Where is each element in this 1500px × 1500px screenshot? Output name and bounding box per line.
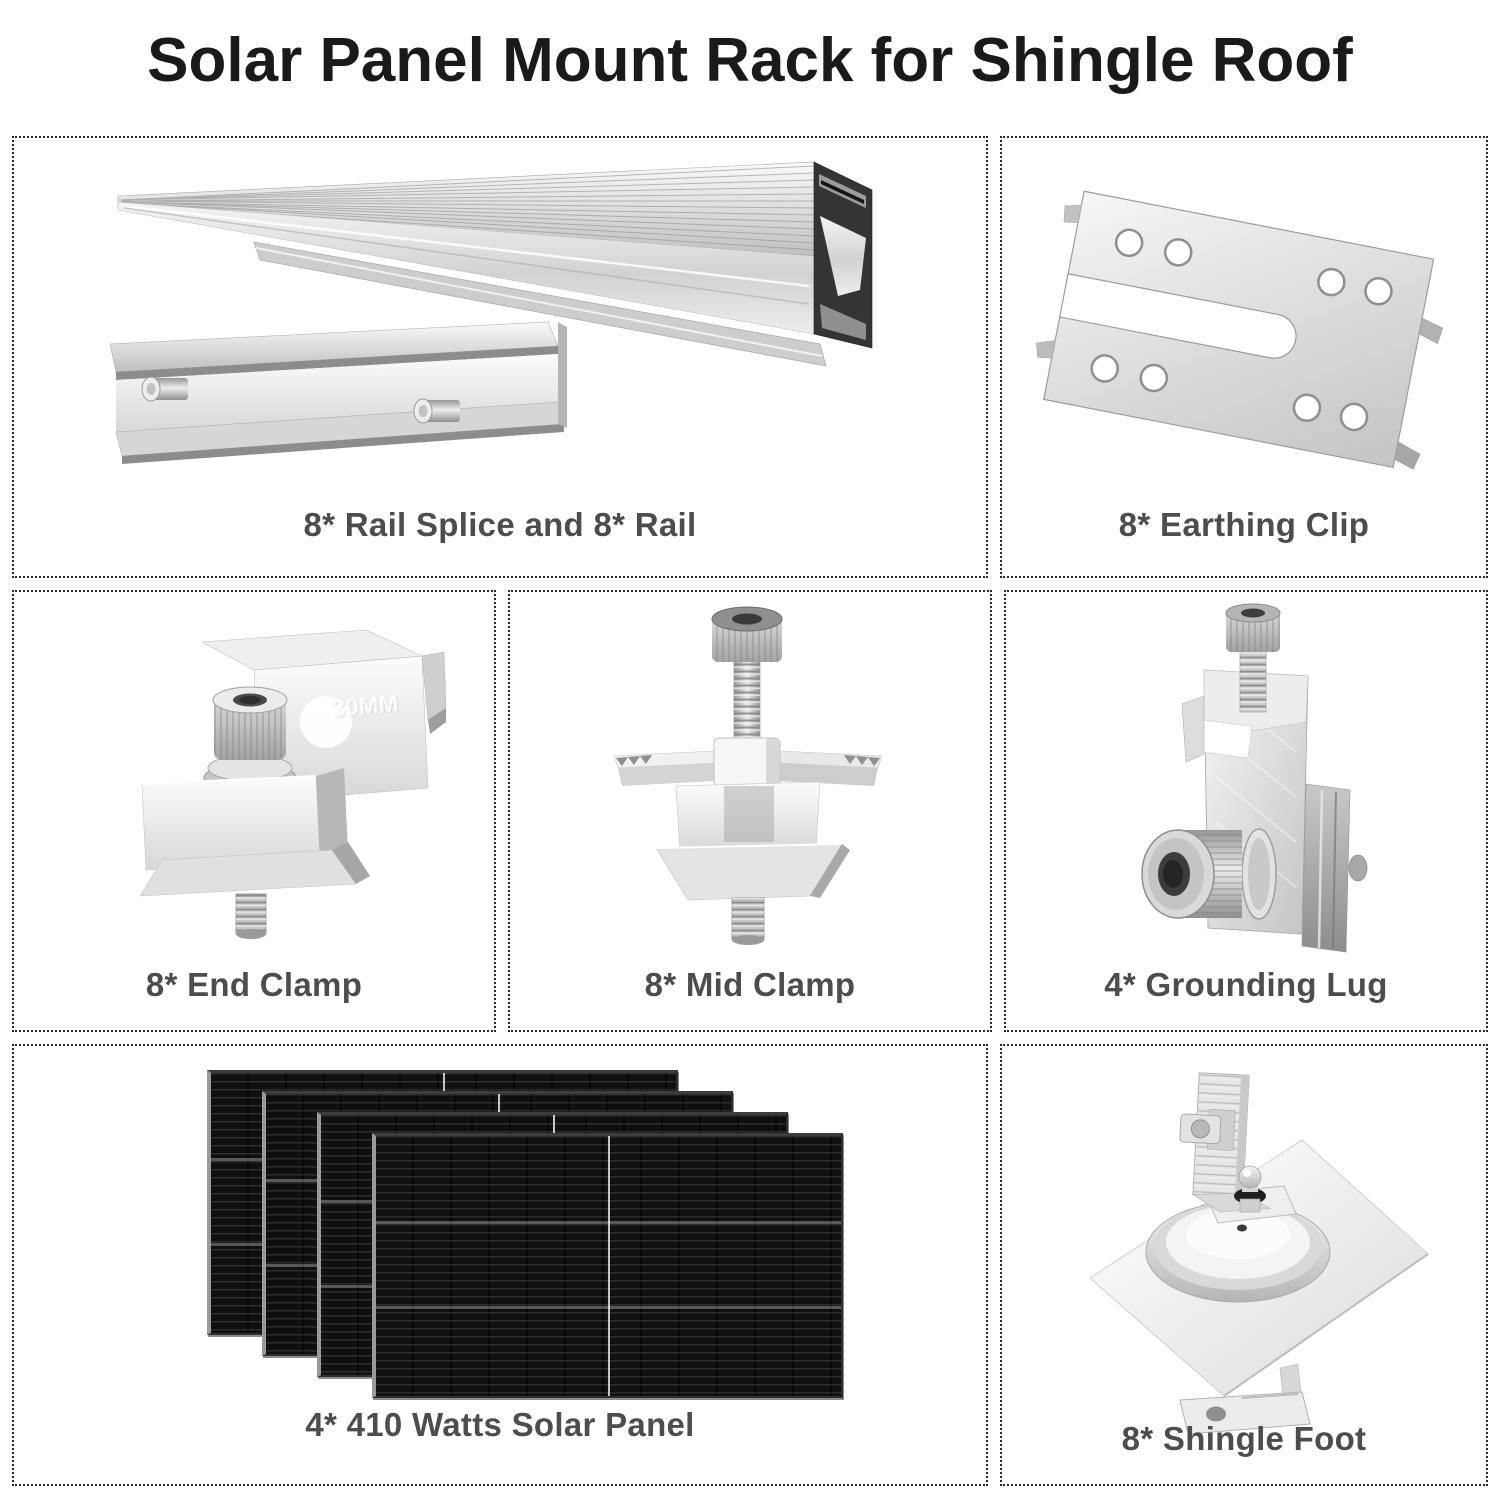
solar-panel-image-4 [372,1133,843,1398]
row-3: 4* 410 Watts Solar Panel [12,1044,1488,1486]
mid-clamp-teeth-right [844,755,880,766]
cell-earthing-clip: 8* Earthing Clip [1000,136,1488,578]
part-label-mid-clamp: 8* Mid Clamp [644,966,856,1003]
splice-pin-right [413,398,460,424]
cell-solar-panel: 4* 410 Watts Solar Panel [12,1044,988,1486]
cell-grounding-lug: 4* Grounding Lug [1004,590,1488,1032]
rail-and-splice-image [109,161,873,464]
grounding-lug-top-bolt [1225,603,1281,713]
shingle-foot-l-bracket [1179,1072,1272,1213]
mid-clamp-image [613,606,883,945]
splice-pin-left [141,376,188,402]
row-2: 30MM 30MM [12,590,1488,1032]
part-label-grounding-lug: 4* Grounding Lug [1104,966,1388,1003]
cell-mid-clamp: 8* Mid Clamp [508,590,992,1032]
shingle-foot-stud [1234,1165,1266,1213]
cell-rail-splice-and-rail: 8* Rail Splice and 8* Rail [12,136,988,578]
grounding-lug-side-bolt [1141,828,1277,920]
grounding-lug-image [1141,603,1368,953]
mid-clamp-stud [731,897,765,945]
shingle-foot-dome [1145,1201,1331,1303]
row-1: 8* Rail Splice and 8* Rail [12,136,1488,578]
part-label-earthing-clip: 8* Earthing Clip [1118,506,1370,543]
part-label-end-clamp: 8* End Clamp [145,966,363,1003]
parts-grid: 8* Rail Splice and 8* Rail [12,136,1488,1486]
rail-image [117,161,873,367]
shingle-foot-bottom-bracket [1179,1391,1311,1435]
cell-end-clamp: 30MM 30MM [12,590,496,1032]
part-label-rail: 8* Rail Splice and 8* Rail [303,506,697,543]
earthing-clip-holes [1090,228,1393,432]
earthing-clip-image [1036,190,1443,470]
end-clamp-engraving: 30MM [331,690,400,723]
cell-shingle-foot: 8* Shingle Foot [1000,1044,1488,1486]
page-title: Solar Panel Mount Rack for Shingle Roof [147,25,1353,95]
end-clamp-stud [235,893,267,939]
part-label-shingle-foot: 8* Shingle Foot [1121,1420,1367,1457]
shingle-foot-image [1089,1072,1429,1435]
end-clamp-engraving-shadow: 30MM [332,691,401,724]
end-clamp-image: 30MM 30MM [139,629,447,939]
grounding-lug-rail-bar [1301,783,1351,953]
mid-clamp-teeth-left [616,755,652,766]
rail-splice-image [109,321,567,464]
part-label-solar-panel: 4* 410 Watts Solar Panel [305,1406,695,1443]
